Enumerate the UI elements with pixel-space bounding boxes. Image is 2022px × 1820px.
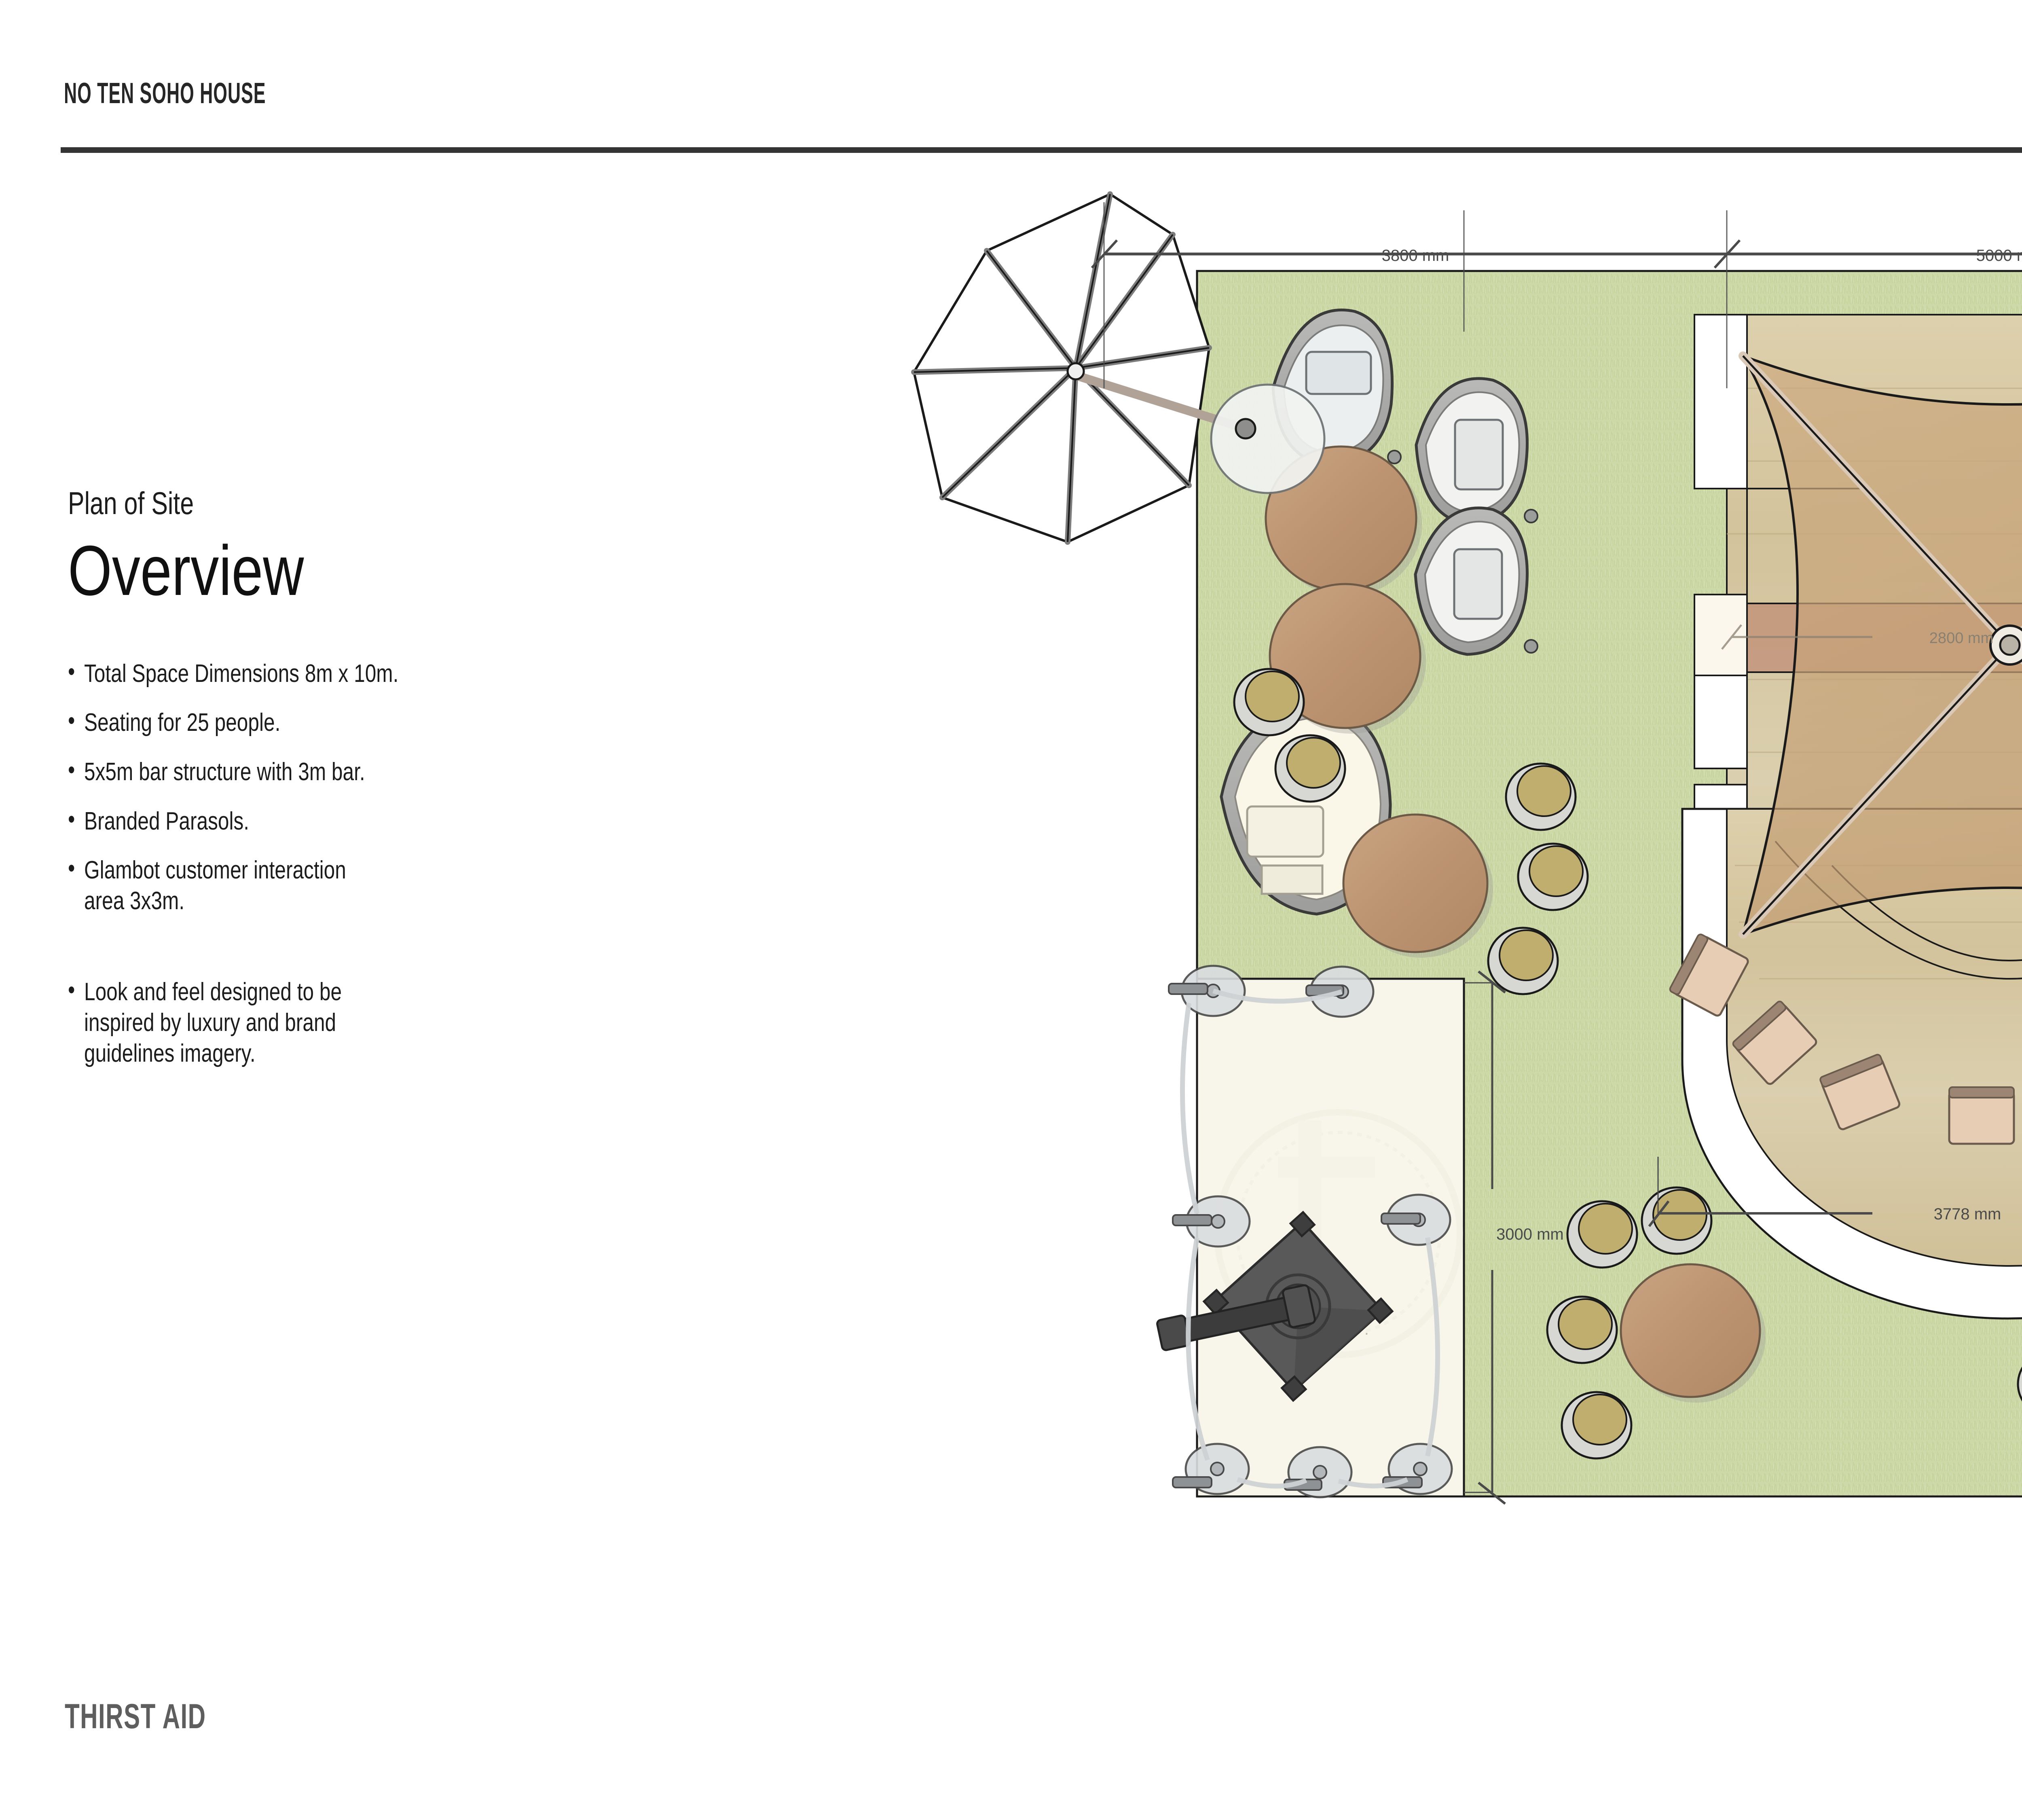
lounge-pod xyxy=(1415,377,1538,526)
list-item-label: Branded Parasols. xyxy=(84,807,250,835)
eyebrow-label: Plan of Site xyxy=(68,485,194,521)
list-item-label: Glambot customer interaction area 3x3m. xyxy=(84,856,346,915)
copy-column: Plan of Site Overview • Total Space Dime… xyxy=(68,485,877,1087)
site-plan-drawing: E S T . xyxy=(890,178,2022,1707)
list-item: • Total Space Dimensions 8m x 10m. xyxy=(68,658,877,689)
shade-sail-canopy xyxy=(1739,351,2022,939)
list-item: • Look and feel designed to be inspired … xyxy=(68,977,877,1069)
list-item: • Seating for 25 people. xyxy=(68,707,877,738)
glambot-robot xyxy=(1156,1211,1394,1402)
stool xyxy=(1505,762,1577,831)
thirst-aid-logo: THIRST AID xyxy=(65,1697,206,1736)
bar-seating-apron xyxy=(1681,808,2022,1320)
lounge-pod xyxy=(1414,506,1538,656)
branded-parasol-top-left xyxy=(911,191,1326,545)
stool xyxy=(1233,668,1305,736)
stool xyxy=(1546,1295,1618,1364)
list-item: • Branded Parasols. xyxy=(68,806,877,837)
dimension-label-3000: 3000 mm xyxy=(1496,1225,1564,1243)
bullet-list-primary: • Total Space Dimensions 8m x 10m. • Sea… xyxy=(68,658,877,916)
garden-furniture xyxy=(1233,445,2022,1460)
stool xyxy=(1274,734,1346,803)
round-table xyxy=(1265,445,1422,596)
round-table xyxy=(1269,583,1426,734)
bullet-marker-icon: • xyxy=(68,756,75,784)
stool xyxy=(1517,842,1589,911)
stool xyxy=(1566,1200,1638,1269)
list-item-label: Total Space Dimensions 8m x 10m. xyxy=(84,659,399,688)
bullet-marker-icon: • xyxy=(68,976,75,1004)
dimension-label-5000: 5000 mm xyxy=(1976,247,2022,265)
list-item-label: Look and feel designed to be inspired by… xyxy=(84,978,342,1067)
bullet-marker-icon: • xyxy=(68,657,75,686)
page-title: Overview xyxy=(68,531,304,610)
dimension-label-3778: 3778 mm xyxy=(1934,1205,2001,1223)
stool xyxy=(1487,927,1559,995)
glambot-area: E S T . xyxy=(1156,965,1465,1498)
bullet-marker-icon: • xyxy=(68,805,75,833)
bullet-marker-icon: • xyxy=(68,707,75,735)
list-item: • 5x5m bar structure with 3m bar. xyxy=(68,757,877,787)
round-table xyxy=(1620,1263,1766,1403)
page-header: NO TEN SOHO HOUSE BUILD SPECIFICATIONS –… xyxy=(0,0,2022,162)
list-item-label: 5x5m bar structure with 3m bar. xyxy=(84,758,365,786)
dimension-annotations xyxy=(1091,202,2022,1505)
list-item-label: Seating for 25 people. xyxy=(84,709,281,737)
stool xyxy=(2017,1366,2022,1402)
header-divider xyxy=(61,147,2022,153)
bar-stool-row xyxy=(1669,933,2015,1145)
round-table xyxy=(1342,813,1493,958)
bullet-list-secondary: • Look and feel designed to be inspired … xyxy=(68,977,877,1069)
glambot-base-plates xyxy=(1168,965,1453,1498)
stool xyxy=(1561,1391,1633,1460)
bullet-marker-icon: • xyxy=(68,854,75,882)
dimension-label-2800: 2800 mm xyxy=(1929,630,1993,647)
header-left-title: NO TEN SOHO HOUSE xyxy=(64,77,266,110)
dimension-label-3800: 3800 mm xyxy=(1382,247,1449,265)
list-item: • Glambot customer interaction area 3x3m… xyxy=(68,855,877,916)
